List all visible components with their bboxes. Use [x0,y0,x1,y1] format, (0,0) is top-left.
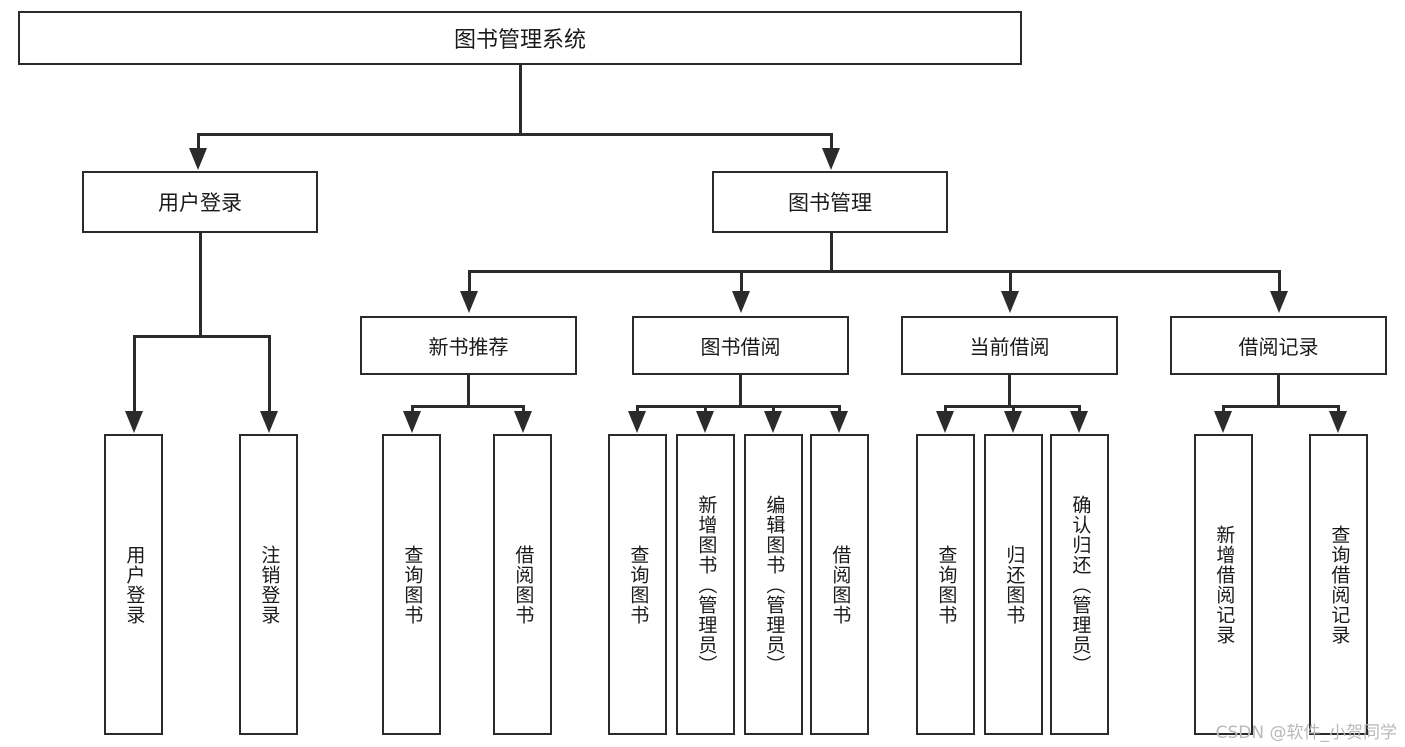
node-label: 当前借阅 [969,335,1050,359]
leaf-user-login-logout[interactable]: 注销登录 [239,434,298,735]
leaf-nbr-query-book[interactable]: 查询图书 [382,434,441,735]
arrow-bm-to-borrow-record [1270,291,1288,313]
arrow-cb-leaf-2 [1004,411,1022,433]
node-label: 图书管理 [788,191,872,215]
connector-nbr-stem [467,375,470,405]
connector-user-login-drop-1 [133,335,136,413]
node-label: 查询图书 [627,544,650,625]
connector-bm-drop-4 [1278,270,1281,292]
arrow-cb-leaf-1 [936,411,954,433]
node-label: 查询借阅记录 [1328,524,1351,645]
csdn-watermark: CSDN @软件_小贺同学 [1215,723,1397,743]
node-label: 确认归还（管理员） [1069,494,1092,675]
node-label: 借阅记录 [1238,335,1319,359]
node-current-borrow[interactable]: 当前借阅 [901,316,1118,375]
connector-bb-bus [636,405,841,408]
connector-cb-drop-2 [1012,405,1015,413]
leaf-bb-edit-book-admin[interactable]: 编辑图书（管理员） [744,434,803,735]
leaf-bb-borrow-book[interactable]: 借阅图书 [810,434,869,735]
node-borrow-record[interactable]: 借阅记录 [1170,316,1387,375]
arrow-user-login-leaf-1 [125,411,143,433]
node-label: 借阅图书 [829,544,852,625]
arrow-bb-leaf-3 [764,411,782,433]
connector-book-management-stem [830,233,833,270]
leaf-user-login-login[interactable]: 用户登录 [104,434,163,735]
leaf-bb-add-book-admin[interactable]: 新增图书（管理员） [676,434,735,735]
node-book-management[interactable]: 图书管理 [712,171,948,233]
connector-bm-drop-2 [740,270,743,292]
leaf-br-add-record[interactable]: 新增借阅记录 [1194,434,1253,735]
arrow-br-leaf-1 [1214,411,1232,433]
connector-nbr-drop-2 [522,405,525,413]
leaf-bb-query-book[interactable]: 查询图书 [608,434,667,735]
arrow-bm-to-current-borrow [1001,291,1019,313]
connector-user-login-stem [199,233,202,335]
connector-bb-drop-2 [704,405,707,413]
arrow-nbr-leaf-1 [403,411,421,433]
node-label: 新增借阅记录 [1213,524,1236,645]
connector-br-drop-2 [1337,405,1340,413]
connector-br-stem [1277,375,1280,405]
connector-user-login-drop-2 [268,335,271,413]
connector-root-stem [519,65,522,133]
node-label: 归还图书 [1003,544,1026,625]
node-book-borrow[interactable]: 图书借阅 [632,316,849,375]
connector-bb-stem [739,375,742,405]
arrow-cb-leaf-3 [1070,411,1088,433]
leaf-cb-query-book[interactable]: 查询图书 [916,434,975,735]
arrow-root-to-book-management [822,148,840,170]
node-label: 图书借阅 [700,335,781,359]
node-label: 注销登录 [258,544,281,625]
node-label: 借阅图书 [512,544,535,625]
node-label: 查询图书 [401,544,424,625]
arrow-bm-to-new-book-recommend [460,291,478,313]
connector-root-to-user-login [197,133,200,150]
arrow-nbr-leaf-2 [514,411,532,433]
leaf-cb-return-book[interactable]: 归还图书 [984,434,1043,735]
connector-bm-drop-3 [1009,270,1012,292]
connector-nbr-bus [411,405,525,408]
connector-root-bus [197,133,833,136]
node-label: 新增图书（管理员） [695,494,718,675]
node-root-book-management-system[interactable]: 图书管理系统 [18,11,1022,65]
connector-cb-stem [1008,375,1011,405]
arrow-user-login-leaf-2 [260,411,278,433]
connector-br-drop-1 [1222,405,1225,413]
connector-bb-drop-1 [636,405,639,413]
leaf-br-query-record[interactable]: 查询借阅记录 [1309,434,1368,735]
leaf-cb-confirm-return-admin[interactable]: 确认归还（管理员） [1050,434,1109,735]
node-user-login[interactable]: 用户登录 [82,171,318,233]
arrow-bb-leaf-2 [696,411,714,433]
node-label: 编辑图书（管理员） [763,494,786,675]
arrow-bb-leaf-1 [628,411,646,433]
connector-book-management-bus [468,270,1281,273]
connector-user-login-bus [133,335,271,338]
connector-bb-drop-4 [838,405,841,413]
node-label: 图书管理系统 [453,28,586,53]
arrow-root-to-user-login [189,148,207,170]
node-label: 用户登录 [158,191,242,215]
connector-br-bus [1222,405,1340,408]
arrow-bm-to-book-borrow [732,291,750,313]
arrow-br-leaf-2 [1329,411,1347,433]
connector-root-to-book-management [830,133,833,150]
node-new-book-recommend[interactable]: 新书推荐 [360,316,577,375]
connector-cb-drop-3 [1078,405,1081,413]
node-label: 新书推荐 [428,335,509,359]
connector-bb-drop-3 [772,405,775,413]
connector-cb-drop-1 [944,405,947,413]
arrow-bb-leaf-4 [830,411,848,433]
node-label: 查询图书 [935,544,958,625]
connector-bm-drop-1 [468,270,471,292]
node-label: 用户登录 [123,544,146,625]
leaf-nbr-borrow-book[interactable]: 借阅图书 [493,434,552,735]
connector-nbr-drop-1 [411,405,414,413]
